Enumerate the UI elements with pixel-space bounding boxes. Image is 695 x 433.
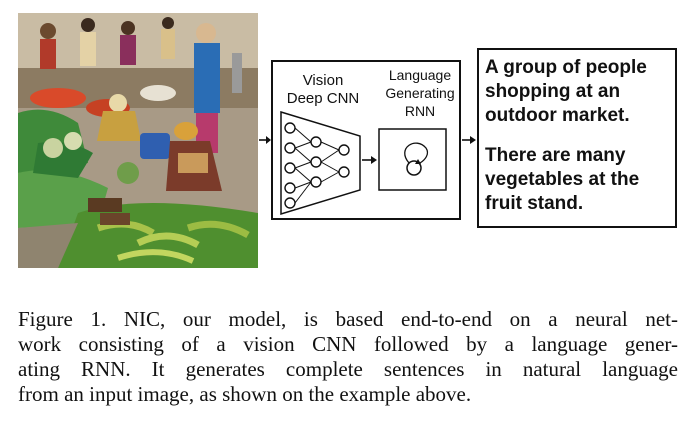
caption-line-4: from an input image, as shown on the exa… xyxy=(18,382,472,406)
language-label-line2: Generating xyxy=(385,85,455,101)
cnn-node xyxy=(284,182,296,194)
cnn-node xyxy=(310,136,322,148)
arrow-head-caption xyxy=(470,136,476,144)
figure-1: Vision Deep CNN Language Generating RNN xyxy=(18,13,677,268)
vision-label-line1: Vision xyxy=(302,72,344,89)
language-label-line3: RNN xyxy=(404,103,436,119)
rnn-recurrent-loop xyxy=(404,142,429,164)
caption-line-2: work consisting of a vision CNN followed… xyxy=(18,332,678,356)
figure-caption: Figure 1. NIC, our model, is based end-t… xyxy=(18,307,678,407)
generated-caption-1: A group of people shopping at an outdoor… xyxy=(485,57,647,126)
generated-caption-2: There are many vegetables at the fruit s… xyxy=(485,145,640,214)
generated-captions-box: A group of people shopping at an outdoor… xyxy=(477,48,677,228)
vision-label-line2: Deep CNN xyxy=(286,90,360,107)
cnn-node xyxy=(284,142,296,154)
market-photo xyxy=(18,13,258,268)
caption-line-3: ating RNN. It generates complete sentenc… xyxy=(18,357,678,381)
cnn-node xyxy=(310,176,322,188)
rnn-box xyxy=(378,128,447,191)
vision-cnn-label: Vision Deep CNN xyxy=(275,72,371,108)
cnn-node xyxy=(284,162,296,174)
cnn-nodes xyxy=(284,122,350,209)
cnn-node xyxy=(284,122,296,134)
cnn-node xyxy=(310,156,322,168)
cnn-node xyxy=(338,144,350,156)
arrow-head-cnn xyxy=(371,156,377,164)
caption-line-1: Figure 1. NIC, our model, is based end-t… xyxy=(18,307,678,331)
language-label-line1: Language xyxy=(388,67,452,83)
rnn-loop-arrowhead xyxy=(415,159,421,164)
arrow-head-photo xyxy=(266,136,271,144)
cnn-node xyxy=(338,166,350,178)
architecture-diagram xyxy=(259,110,476,216)
cnn-edges xyxy=(294,127,340,204)
cnn-trapezoid xyxy=(280,110,361,216)
cnn-node xyxy=(284,197,296,209)
language-rnn-label: Language Generating RNN xyxy=(377,66,463,120)
rnn-node xyxy=(406,160,422,176)
